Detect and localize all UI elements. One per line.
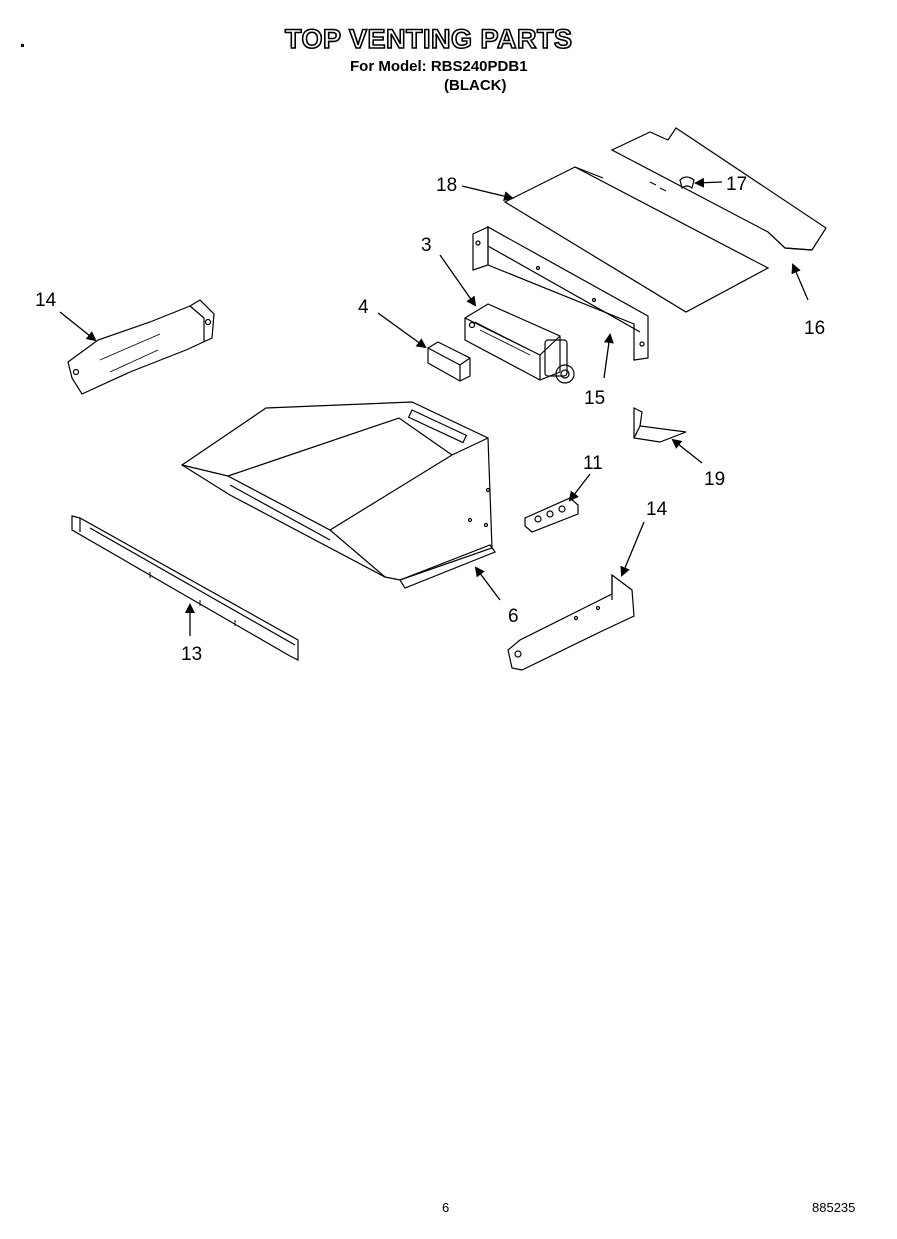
callout-16: 16 xyxy=(804,318,825,339)
callout-14-right: 14 xyxy=(646,499,668,520)
callout-19: 19 xyxy=(704,469,725,490)
page-number: 6 xyxy=(442,1200,450,1215)
page-title: TOP VENTING PARTS xyxy=(284,23,573,55)
callout-3: 3 xyxy=(421,235,432,256)
leader-14-right xyxy=(620,521,645,577)
leader-6 xyxy=(474,566,501,601)
corner-dot xyxy=(21,44,24,47)
leader-3 xyxy=(439,254,477,307)
part-19-mount-bracket xyxy=(633,407,687,443)
leader-14-left xyxy=(59,311,97,342)
leader-15 xyxy=(603,333,614,379)
callout-labels: 18 17 16 3 4 14 15 19 11 6 13 14 xyxy=(35,174,825,665)
callout-14-left: 14 xyxy=(35,290,57,311)
callout-13: 13 xyxy=(181,644,202,665)
leader-16 xyxy=(791,263,809,301)
part-16-top-cover-panel xyxy=(610,127,827,251)
callout-18: 18 xyxy=(436,175,457,196)
callout-17: 17 xyxy=(726,174,747,195)
leader-18 xyxy=(461,185,514,201)
leader-19 xyxy=(671,438,703,464)
callout-4: 4 xyxy=(358,297,369,318)
model-line: For Model: RBS240PDB1 xyxy=(350,58,528,75)
part-3-fan-motor xyxy=(464,303,575,384)
part-13-front-rail xyxy=(71,515,299,661)
part-17-clip xyxy=(679,176,695,190)
leader-17 xyxy=(694,177,723,188)
callout-11: 11 xyxy=(583,453,603,474)
leader-11 xyxy=(568,473,591,502)
leader-arrows xyxy=(59,177,809,636)
leader-4 xyxy=(377,312,427,349)
part-14-left-side-bracket xyxy=(67,299,215,395)
color-line: (BLACK) xyxy=(444,77,507,94)
part-4-spacer-block xyxy=(427,341,471,382)
drawing-code: 885235 xyxy=(812,1200,856,1215)
part-18-vent-sheet xyxy=(503,166,770,313)
callout-15: 15 xyxy=(584,388,605,409)
part-15-angle-bracket xyxy=(472,225,649,361)
part-14-right-side-bracket xyxy=(507,573,635,671)
callout-6: 6 xyxy=(508,606,519,627)
part-6-vent-duct xyxy=(180,401,496,589)
part-11-terminal-block xyxy=(524,497,579,533)
